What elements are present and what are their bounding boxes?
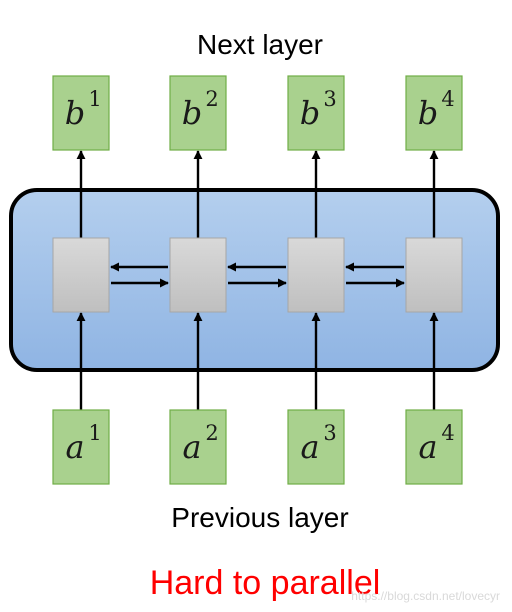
input-token-index: 2 bbox=[205, 421, 218, 445]
input-token-index: 3 bbox=[323, 421, 336, 445]
output-token-box bbox=[52, 75, 110, 151]
output-token-box bbox=[169, 75, 227, 151]
output-token-index: 2 bbox=[205, 87, 218, 111]
next-layer-label: Next layer bbox=[197, 29, 323, 60]
input-token-box bbox=[287, 409, 345, 485]
output-token-index: 3 bbox=[323, 87, 336, 111]
input-token-box bbox=[169, 409, 227, 485]
input-token-box bbox=[405, 409, 463, 485]
rnn-cell-1 bbox=[52, 237, 110, 313]
output-token-index: 1 bbox=[88, 87, 101, 111]
output-token-box bbox=[287, 75, 345, 151]
output-token-letter: b bbox=[300, 94, 320, 132]
cells-layer bbox=[52, 237, 463, 313]
input-token-index: 1 bbox=[88, 421, 101, 445]
caption-hard-to-parallel: Hard to parallel bbox=[150, 564, 381, 602]
previous-layer-label: Previous layer bbox=[171, 502, 348, 533]
rnn-cell-2 bbox=[169, 237, 227, 313]
input-token-letter: a bbox=[300, 428, 319, 466]
input-token-index: 4 bbox=[441, 421, 454, 445]
output-token-letter: b bbox=[418, 94, 438, 132]
arrows-layer bbox=[76, 150, 439, 410]
rnn-container bbox=[9, 188, 500, 372]
rnn-cell-4 bbox=[405, 237, 463, 313]
watermark-text: https://blog.csdn.net/lovecyr bbox=[351, 589, 500, 603]
input-token-letter: a bbox=[418, 428, 437, 466]
rnn-cell-3 bbox=[287, 237, 345, 313]
output-token-box bbox=[405, 75, 463, 151]
output-token-letter: b bbox=[182, 94, 202, 132]
output-token-letter: b bbox=[65, 94, 85, 132]
input-token-letter: a bbox=[182, 428, 201, 466]
output-token-index: 4 bbox=[441, 87, 454, 111]
input-token-box bbox=[52, 409, 110, 485]
input-token-letter: a bbox=[65, 428, 84, 466]
